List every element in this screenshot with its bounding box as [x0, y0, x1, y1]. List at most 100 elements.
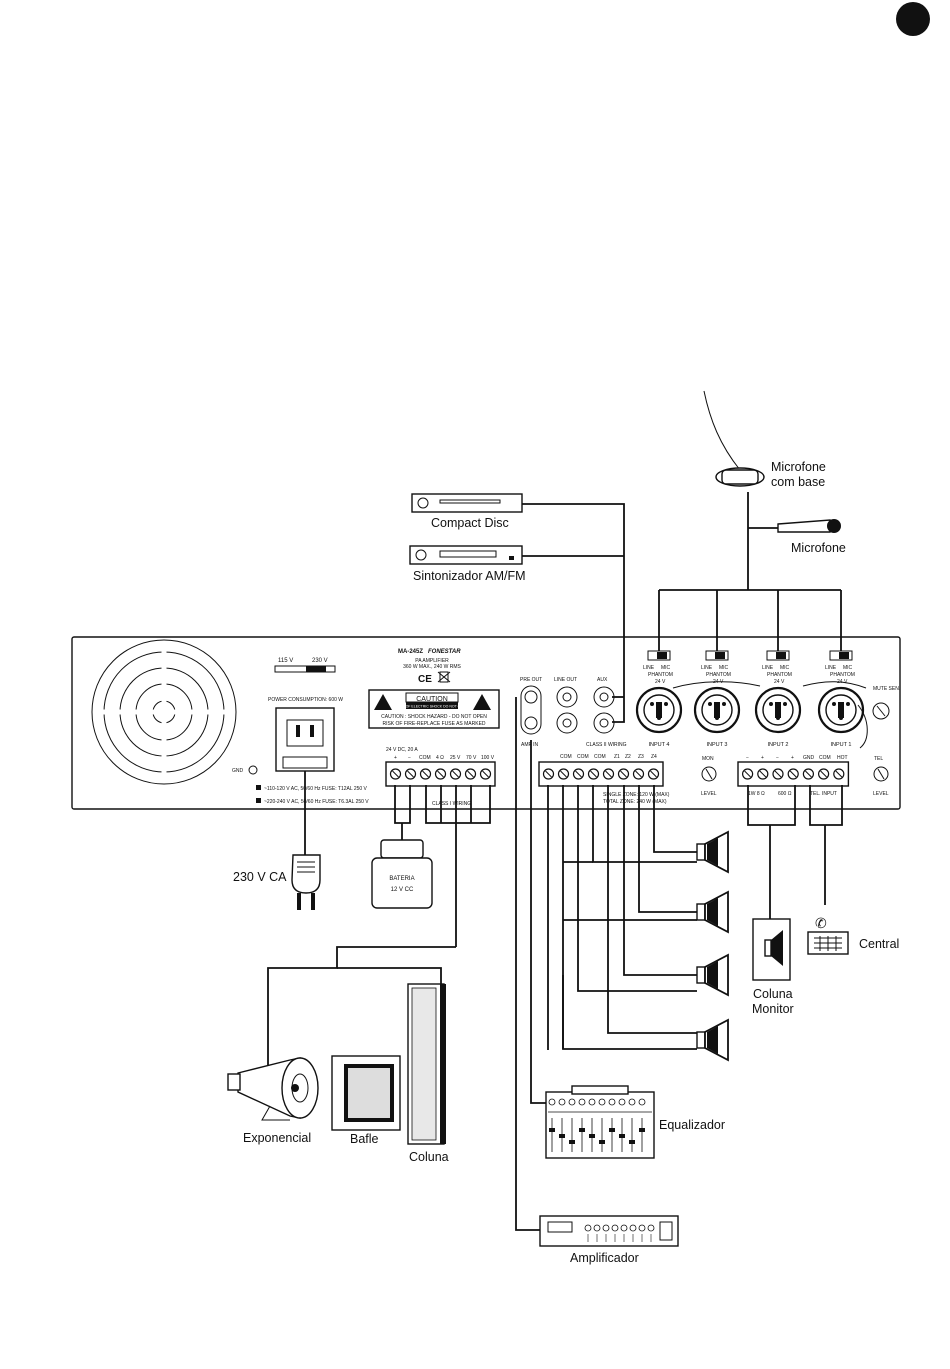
caution-line-1: CAUTION : SHOCK HAZARD - DO NOT OPEN	[381, 714, 487, 720]
amp-knob	[602, 1224, 610, 1232]
amp-knob	[629, 1224, 637, 1232]
xlr-pin	[708, 702, 712, 706]
equalizer-icon	[545, 1085, 655, 1159]
line-out-jack[interactable]	[556, 686, 578, 708]
svg-text:−: −	[776, 755, 779, 761]
line-label: LINE	[825, 665, 837, 671]
amp-knob	[593, 1224, 601, 1232]
mic-label: MIC	[843, 665, 853, 671]
eq-knob	[548, 1098, 556, 1106]
speaker-cone-shade	[707, 1026, 718, 1054]
warning-icon	[374, 694, 392, 710]
phantom-arrow	[672, 681, 761, 689]
svg-text:Z3: Z3	[638, 754, 644, 760]
fuse-115-label: ~110-120 V AC, 50/60 Hz FUSE: T12AL 250 …	[264, 786, 368, 792]
handheld-mic-label: Microfone	[791, 541, 846, 555]
screw-slot	[635, 770, 642, 778]
svg-text:+: +	[761, 755, 764, 761]
tuner-label: Sintonizador AM/FM	[413, 569, 526, 583]
amp-subtitle: PA AMPLIFIER	[415, 658, 449, 664]
speaker-magnet	[696, 966, 706, 984]
amp-knob	[584, 1224, 592, 1232]
amplifier-label: Amplificador	[570, 1251, 639, 1265]
jack-slot	[656, 702, 662, 718]
desk-mic-label-1: Microfone	[771, 460, 826, 474]
cd-player-icon	[411, 493, 523, 513]
warning-icon	[473, 694, 491, 710]
svg-text:COM: COM	[577, 754, 589, 760]
eq-knob	[568, 1098, 576, 1106]
aux-label: AUX	[597, 677, 608, 683]
mute-sen-knob[interactable]	[872, 702, 890, 720]
screw-slot	[835, 770, 843, 778]
zone-terminal-strip[interactable]	[538, 761, 664, 787]
jack-slot	[714, 702, 720, 718]
eq-fader	[639, 1128, 645, 1132]
tel-level-label: LEVEL	[873, 791, 889, 797]
eq-fader	[609, 1128, 615, 1132]
model-label: MA-245Z	[398, 649, 423, 655]
battery-icon	[371, 839, 433, 909]
class1-wiring-label: CLASS I WIRING	[432, 801, 471, 807]
svg-text:Z4: Z4	[651, 754, 657, 760]
monitor-speaker-icon	[752, 918, 791, 981]
pre-out-amp-in-jumper[interactable]	[520, 685, 542, 735]
line-out-jack[interactable]	[556, 712, 578, 734]
svg-text:25 V: 25 V	[450, 755, 461, 761]
phantom-label: PHANTOM	[706, 672, 731, 678]
tel-level-knob[interactable]	[873, 766, 889, 782]
telephone-central-icon: ✆	[807, 915, 849, 955]
fuse-115-marker	[256, 785, 261, 790]
svg-text:Z1: Z1	[614, 754, 620, 760]
switch-knob	[776, 652, 786, 659]
monitor-label-2: Monitor	[752, 1002, 794, 1016]
eq-fader	[629, 1140, 635, 1144]
screw-slot	[605, 770, 612, 778]
voltage-selector-knob	[306, 666, 326, 672]
tuner-icon	[409, 545, 523, 565]
eq-fader	[579, 1128, 585, 1132]
horn-speaker-icon	[227, 1057, 319, 1121]
monitor-terminal-labels: − + − + GND COM HOT	[746, 755, 848, 761]
eq-knob	[638, 1098, 646, 1106]
weee-icon	[439, 671, 449, 683]
wiring	[267, 492, 843, 1231]
screw-slot	[575, 770, 582, 778]
zone-speakers	[696, 830, 729, 1062]
svg-text:4 Ω: 4 Ω	[436, 755, 444, 761]
mon-level-knob[interactable]	[701, 766, 717, 782]
xlr-pin	[776, 716, 780, 720]
eq-fader	[599, 1140, 605, 1144]
amp-knob	[620, 1224, 628, 1232]
amp-knob	[611, 1224, 619, 1232]
power-label: 230 V CA	[233, 870, 287, 884]
handheld-microphone-icon	[777, 519, 841, 533]
aux-jack[interactable]	[593, 712, 615, 734]
input2-label: INPUT 2	[768, 742, 789, 748]
voltage-selector[interactable]	[274, 665, 336, 673]
baffle-speaker-icon	[331, 1055, 401, 1131]
eq-knob	[628, 1098, 636, 1106]
xlr-pin	[839, 716, 843, 720]
gnd-label: GND	[232, 768, 244, 774]
input3-label: INPUT 3	[707, 742, 728, 748]
svg-text:−: −	[746, 755, 749, 761]
column-label: Coluna	[409, 1150, 449, 1164]
ohm-8-label: 1W 8 Ω	[748, 791, 765, 797]
power-consumption-label: POWER CONSUMPTION: 600 W	[268, 697, 343, 703]
screw-slot	[759, 770, 767, 778]
speaker-cone-shade	[707, 898, 718, 926]
gnd-terminal[interactable]	[248, 765, 258, 775]
class2-wiring-label: CLASS II WIRING	[586, 742, 627, 748]
phantom-arrow	[802, 681, 867, 689]
speaker-magnet	[696, 903, 706, 921]
input4-label: INPUT 4	[649, 742, 670, 748]
speaker-magnet	[696, 843, 706, 861]
equalizer-label: Equalizador	[659, 1118, 725, 1132]
screw-slot	[650, 770, 657, 778]
monitor-tel-terminal-strip[interactable]	[737, 761, 850, 787]
screw-slot	[422, 770, 429, 778]
class1-terminal-strip[interactable]	[385, 761, 496, 787]
